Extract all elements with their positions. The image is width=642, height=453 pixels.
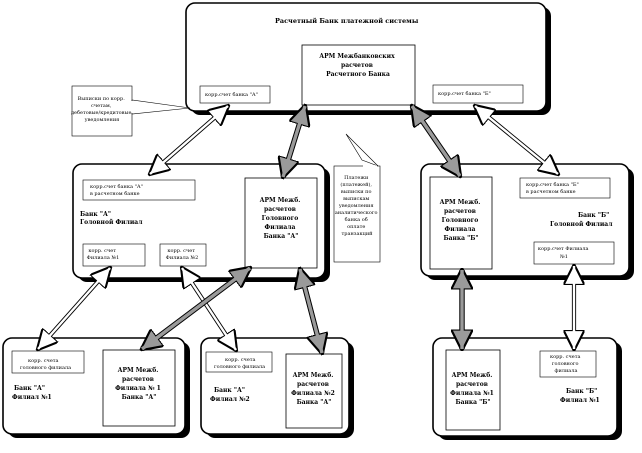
- bank-a-settlement-acc: [82, 179, 196, 201]
- arrow-bank-a-acc-f1-to-f1: [38, 268, 110, 349]
- arrow-settlement-arm-to-bank-b-arm: [412, 106, 460, 176]
- bank-a-main-arm-label: АРМ Межб. расчетов Головного Филиала Бан…: [260, 197, 303, 240]
- bank-a-f2-arm-label: АРМ Межб. расчетов Филиала №2 Банка "А": [291, 372, 337, 406]
- bank-a-f1-acc-label: корр. счета головного филиала: [20, 358, 71, 371]
- bank-b-acc-f1-label: корр.счет Филиала №1: [538, 246, 590, 260]
- bank-a-main-arm: [244, 177, 318, 269]
- bank-a-f1-arm-label: АРМ Межб. расчетов Филиала № 1 Банка "А": [115, 367, 163, 401]
- bank-b-f1-arm: [445, 349, 501, 431]
- bank-a-f2-arm: [285, 353, 343, 429]
- bank-b-main-arm-label: АРМ Межб. расчетов Головного Филиала Бан…: [440, 199, 483, 242]
- arrow-bank-a-arm-to-f2-arm: [300, 269, 322, 353]
- bank-a-f1-name: Банк "А" Филиал №1: [12, 385, 52, 401]
- bank-a-acc-f1-label: корр. счет Филиала №1: [87, 248, 120, 261]
- arrow-settlement-arm-to-bank-a-arm: [283, 106, 305, 177]
- bank-b-f1-name: Банк "Б" Филиал №1: [560, 388, 600, 404]
- bank-a-f2-acc: [205, 351, 273, 373]
- bank-b-settlement-acc: [519, 177, 611, 199]
- bank-b-main-name: Банк "Б" Головной Филиал: [550, 212, 613, 228]
- callout-statements: [71, 85, 191, 137]
- bank-a-f2-name: Банк "А" Филиал №2: [210, 387, 250, 403]
- callout-payments-text: Платежи (платежей), выписки по выпискам …: [335, 175, 379, 237]
- settlement-acc-a-label: корр.счет банка "А": [205, 91, 258, 98]
- settlement-bank-title: Расчетный Банк платежной системы: [275, 17, 419, 25]
- bank-a-f2-acc-label: корр. счета головного филиала: [214, 357, 265, 370]
- bank-a-acc-f2-label: корр. счет Филиала №2: [166, 248, 199, 261]
- bank-b-f1-arm-label: АРМ Межб. расчетов Филиала №1 Банка "Б": [450, 372, 496, 406]
- bank-b-f1-acc-label: корр. счета головного филиала: [550, 354, 582, 374]
- settlement-acc-a: [199, 85, 271, 104]
- callout-statements-text: Выписки по корр. счетам, дебетовые/креди…: [71, 96, 133, 123]
- bank-a-settlement-acc-label: корр.счет банка "А" в расчетном банке: [90, 183, 145, 197]
- bank-a-acc-f1: [82, 243, 146, 267]
- settlement-acc-b-label: корр.счет банка "Б": [438, 90, 491, 97]
- settlement-arm-box: [301, 44, 416, 106]
- arrow-bank-a-arm-to-f1-arm: [142, 268, 250, 349]
- bank-a-main-name: Банк "А" Головной Филиал: [80, 211, 143, 226]
- bank-a-f1-arm: [102, 349, 176, 427]
- arrow-settlement-acc-b-to-bank-b: [475, 106, 558, 174]
- bank-b-settlement-acc-label: корр.счет банка "Б" в расчетном банке: [526, 181, 580, 195]
- arrow-settlement-acc-a-to-bank-a: [150, 106, 228, 174]
- settlement-acc-b: [432, 84, 524, 104]
- settlement-arm-label: АРМ Межбанковских расчетов Расчетного Ба…: [319, 53, 397, 78]
- bank-b-main-arm: [429, 176, 493, 270]
- callout-payments: [333, 133, 381, 263]
